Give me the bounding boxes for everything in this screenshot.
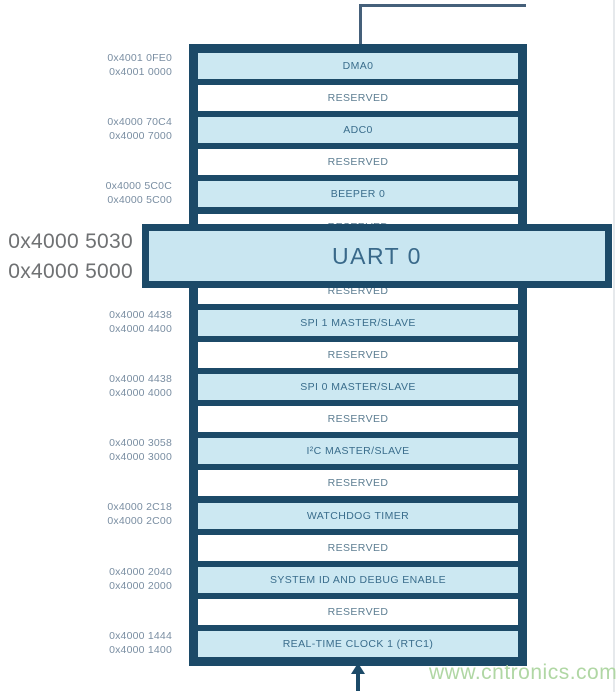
map-row-spi0: SPI 0 MASTER/SLAVE bbox=[198, 374, 518, 401]
map-row-spi1: SPI 1 MASTER/SLAVE bbox=[198, 309, 518, 336]
map-row-label: RESERVED bbox=[327, 92, 389, 105]
uart0-address-range: 0x4000 5030 0x4000 5000 bbox=[8, 230, 133, 283]
map-row-label: RESERVED bbox=[327, 605, 389, 618]
map-row-label: BEEPER 0 bbox=[330, 188, 386, 201]
map-row-label: RESERVED bbox=[327, 413, 389, 426]
uart0-callout: UART 0 bbox=[142, 224, 612, 288]
map-row-label: SPI 0 MASTER/SLAVE bbox=[300, 381, 416, 394]
map-row-watchdog: WATCHDOG TIMER bbox=[198, 502, 518, 529]
map-row-label: SYSTEM ID AND DEBUG ENABLE bbox=[269, 573, 447, 586]
map-row-adc0: ADC0 bbox=[198, 117, 518, 144]
map-row-label: RESERVED bbox=[327, 477, 389, 490]
map-row-reserved: RESERVED bbox=[198, 598, 518, 625]
image-right-border bbox=[613, 0, 615, 692]
map-row-label: REAL-TIME CLOCK 1 (RTC1) bbox=[282, 637, 434, 650]
map-row-label: RESERVED bbox=[327, 348, 389, 361]
map-row-label: RESERVED bbox=[327, 541, 389, 554]
map-row-reserved: RESERVED bbox=[198, 149, 518, 176]
connector-line-vertical bbox=[359, 4, 362, 45]
map-row-reserved: RESERVED bbox=[198, 470, 518, 497]
up-arrow-icon bbox=[351, 663, 365, 674]
uart0-callout-label: UART 0 bbox=[149, 231, 605, 281]
map-row-reserved: RESERVED bbox=[198, 534, 518, 561]
map-row-system-id: SYSTEM ID AND DEBUG ENABLE bbox=[198, 566, 518, 593]
map-row-label: RESERVED bbox=[327, 156, 389, 169]
map-row-i2c: I²C MASTER/SLAVE bbox=[198, 438, 518, 465]
map-row-rtc1: REAL-TIME CLOCK 1 (RTC1) bbox=[198, 630, 518, 657]
map-row-label: WATCHDOG TIMER bbox=[306, 509, 410, 522]
map-row-label: I²C MASTER/SLAVE bbox=[306, 445, 410, 458]
map-row-beeper0: BEEPER 0 bbox=[198, 181, 518, 208]
map-row-label: SPI 1 MASTER/SLAVE bbox=[300, 316, 416, 329]
map-row-label: ADC0 bbox=[343, 124, 373, 137]
map-row-reserved: RESERVED bbox=[198, 341, 518, 368]
connector-line-horizontal bbox=[359, 4, 526, 7]
map-row-label: DMA0 bbox=[342, 60, 374, 72]
map-row-reserved: RESERVED bbox=[198, 406, 518, 433]
memory-map-stack: DMA0 RESERVED ADC0 RESERVED BEEPER 0 RES… bbox=[189, 44, 527, 666]
map-row-reserved: RESERVED bbox=[198, 85, 518, 112]
watermark-text: www.cntronics.com bbox=[429, 661, 616, 684]
map-row-dma0: DMA0 bbox=[198, 53, 518, 79]
up-arrow-icon-shaft bbox=[356, 673, 360, 691]
